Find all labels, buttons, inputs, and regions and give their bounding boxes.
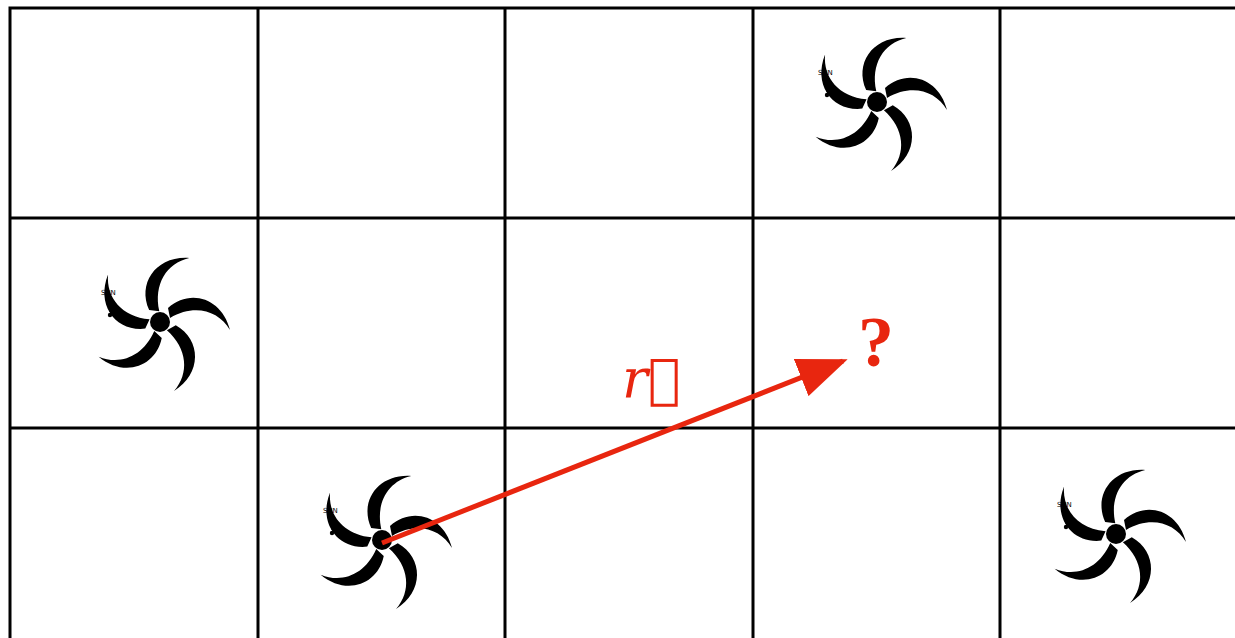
grid-border <box>10 8 1235 638</box>
grid-line <box>10 427 1235 430</box>
position-vector-arrow <box>382 361 843 543</box>
sun-marker-label: SUN <box>323 508 338 515</box>
vector-label: r⃗ <box>622 352 680 406</box>
grid-line <box>10 217 1235 220</box>
sun-marker-label: SUN <box>818 70 833 77</box>
grid-line <box>999 8 1002 638</box>
sun-marker-label: SUN <box>101 290 116 297</box>
sun-marker-label: SUN <box>1057 502 1072 509</box>
unknown-point-label: ? <box>858 306 894 378</box>
galaxy-icon <box>806 28 947 171</box>
grid-line <box>752 8 755 638</box>
grid-line <box>257 8 260 638</box>
galaxy-icon <box>1045 460 1186 603</box>
grid-line <box>504 8 507 638</box>
galaxy-icon <box>311 466 452 609</box>
galaxy-icon <box>89 248 230 391</box>
